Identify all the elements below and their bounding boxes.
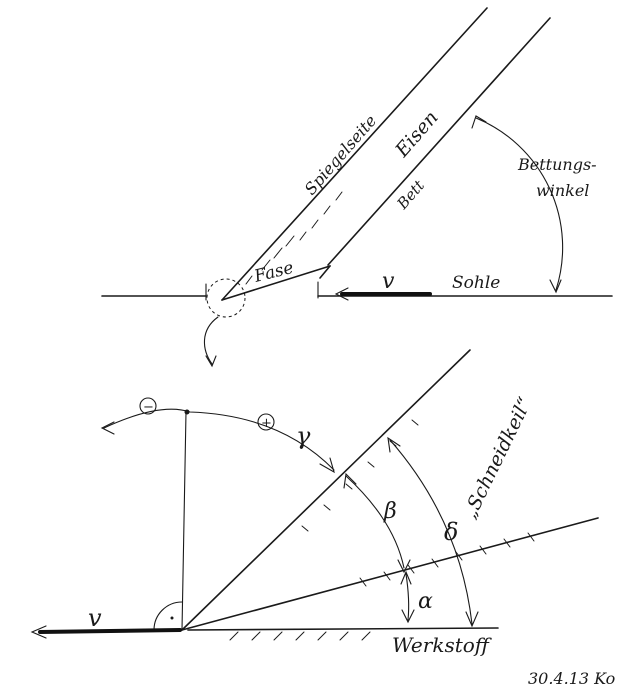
workpiece-surface: [187, 627, 499, 631]
label-winkel: winkel: [536, 181, 589, 200]
label-eisen: Eisen: [391, 107, 443, 162]
blade-top-edge: [221, 7, 488, 301]
label-alpha: α: [418, 589, 433, 614]
workpiece-hatching: [229, 631, 371, 641]
delta-head-top: [387, 436, 401, 453]
label-fase: Fase: [251, 258, 295, 287]
bedding-arc-head-1: [471, 115, 487, 129]
bedding-angle-arc: [475, 117, 564, 291]
feed-arrowhead-top: [334, 287, 349, 301]
signature: 30.4.13 Ko: [528, 669, 615, 688]
label-schneidkeil: „Schneidkeil“: [459, 394, 537, 523]
rake-hatching: [301, 419, 419, 532]
blade-hatching: [245, 191, 343, 285]
label-werkstoff: Werkstoff: [392, 633, 493, 657]
label-v-bottom: v: [88, 604, 102, 632]
label-bettungs: Bettungs-: [517, 155, 597, 174]
beta-head-bottom: [397, 559, 411, 574]
bevel-line: [221, 265, 331, 301]
label-bett: Bett: [393, 176, 429, 213]
feed-arrow-bottom: [38, 628, 182, 634]
label-minus: −: [143, 400, 154, 415]
rake-arc-head-right: [319, 457, 335, 474]
label-plus: +: [261, 416, 272, 431]
alpha-head-bottom: [401, 609, 415, 624]
delta-head-bottom: [465, 611, 479, 628]
bedding-arc-head-2: [549, 279, 562, 294]
bed-step: [319, 265, 331, 279]
cutting-angle-arc: [389, 439, 473, 625]
detail-arrowhead: [205, 355, 217, 368]
label-gamma: γ: [296, 422, 311, 450]
right-angle-dot: [170, 616, 174, 620]
flank-face: [181, 517, 599, 631]
bottom-wedge-drawing: − + γ β α δ „Schneidkeil“ v Werkstoff: [30, 349, 599, 657]
rake-angle-arc: [103, 408, 335, 471]
flank-hatching: [359, 532, 535, 587]
detail-arrow: [203, 316, 219, 365]
label-delta: δ: [444, 518, 458, 546]
right-angle-mark: [153, 601, 183, 631]
label-spiegelseite: Spiegelseite: [301, 111, 380, 198]
top-plane-drawing: Spiegelseite Eisen Bett Fase Bettungs- w…: [101, 7, 613, 368]
rake-arc-head-left: [100, 421, 115, 435]
label-beta: β: [383, 499, 397, 524]
vertical-reference: [181, 411, 187, 631]
feed-arrowhead-bottom: [30, 625, 47, 639]
rake-face: [181, 349, 471, 631]
beta-head-top: [343, 472, 357, 489]
detail-circle: [206, 278, 246, 318]
label-sohle: Sohle: [452, 273, 500, 293]
blade-back-edge: [327, 17, 551, 266]
alpha-head-top: [400, 570, 412, 585]
label-v-top: v: [382, 269, 395, 294]
wedge-angle-arc: [345, 475, 405, 569]
clearance-angle-arc: [405, 573, 410, 621]
plus-circle: [257, 413, 275, 431]
minus-circle: [139, 397, 157, 415]
